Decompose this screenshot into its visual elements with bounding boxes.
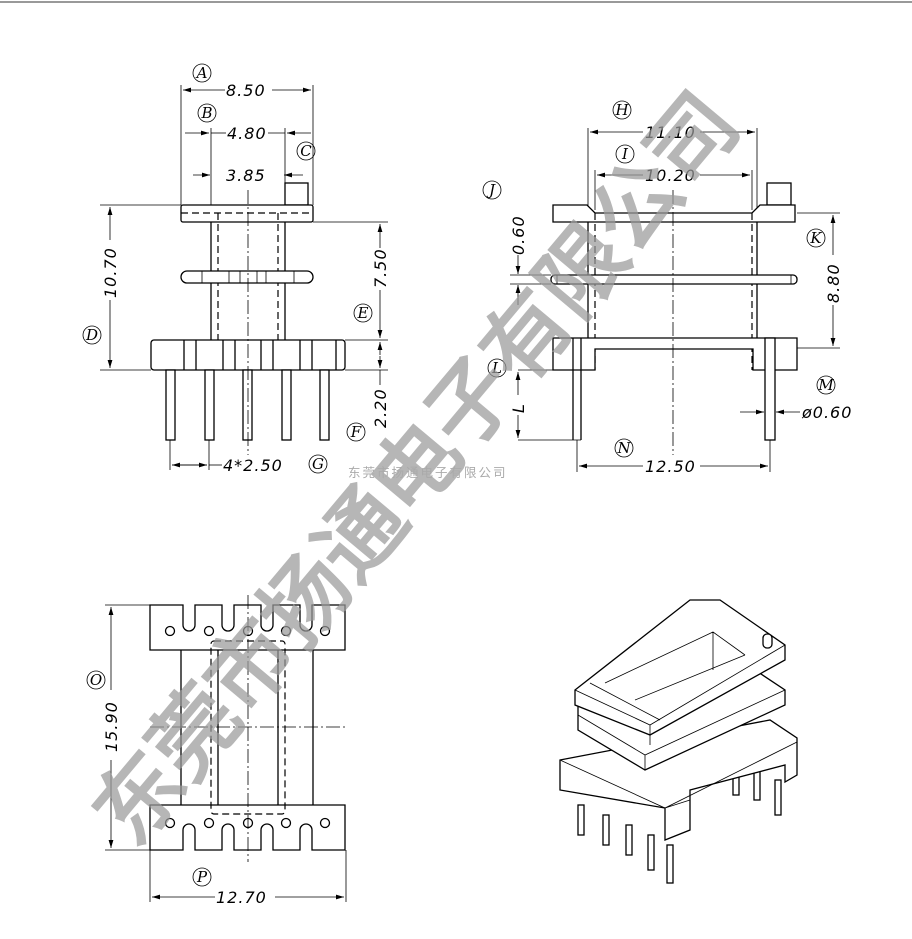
label-i: I	[621, 145, 629, 163]
dim-f-value: 2.20	[371, 388, 390, 428]
bottom-view: 15.90 O 12.70 P	[86, 595, 347, 907]
label-k: K	[809, 229, 822, 247]
dim-i-value: 10.20	[645, 166, 696, 185]
dim-j-value: 0.60	[509, 215, 528, 255]
dim-a-value: 8.50	[226, 81, 266, 100]
label-b: B	[200, 104, 212, 122]
label-e: E	[357, 304, 369, 322]
label-d: D	[85, 326, 98, 344]
dim-g-value: 4*2.50	[223, 456, 283, 475]
dim-o-value: 15.90	[102, 701, 121, 752]
label-h: H	[614, 101, 629, 119]
dim-c-value: 3.85	[226, 166, 266, 185]
dim-b-value: 4.80	[227, 124, 267, 143]
dim-d-value: 10.70	[101, 247, 120, 298]
dim-m-value: ø0.60	[801, 403, 852, 422]
label-m: M	[817, 376, 834, 394]
side-view: 11.10 H 10.20 I J 0.60 8.80 K L L M ø0.6…	[482, 100, 852, 476]
dim-k-value: 8.80	[824, 263, 843, 303]
label-g: G	[312, 455, 324, 473]
isometric-view	[559, 599, 798, 884]
dim-h-value: 11.10	[645, 123, 696, 142]
front-view: 8.50 A 4.80 B C 3.85 10.70 D 7.50 E 2.20…	[82, 63, 390, 475]
label-n: N	[616, 439, 631, 457]
dim-l-value: L	[509, 403, 528, 413]
label-j: J	[486, 181, 496, 199]
dim-e-value: 7.50	[371, 248, 390, 288]
label-a: A	[195, 64, 208, 82]
label-c: C	[300, 142, 312, 160]
label-o: O	[90, 671, 102, 689]
label-f: F	[350, 423, 362, 441]
watermark-small: 东莞市扬通电子有限公司	[348, 465, 508, 480]
label-p: P	[196, 868, 208, 886]
label-l: L	[491, 359, 502, 377]
dim-p-value: 12.70	[216, 888, 267, 907]
dim-n-value: 12.50	[645, 457, 696, 476]
